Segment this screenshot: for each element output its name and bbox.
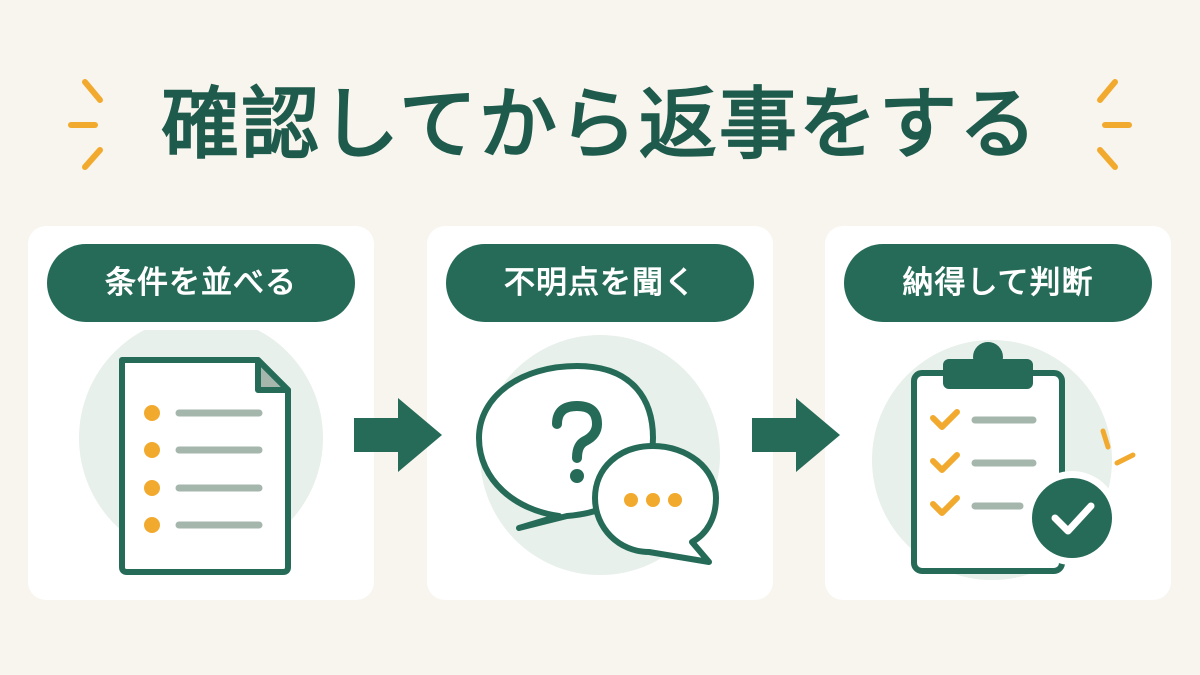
left-sparkle-icon [68, 79, 103, 170]
clipboard-check-icon [872, 340, 1136, 580]
step-label-1: 条件を並べる [47, 244, 355, 322]
arrow-right-icon [354, 398, 442, 472]
right-sparkle-icon [1097, 79, 1132, 170]
speech-bubbles-icon [476, 335, 720, 575]
page-title: 確認してから返事をする [161, 80, 1039, 170]
step-label-2: 不明点を聞く [446, 244, 754, 322]
arrow-right-icon [752, 398, 840, 472]
document-list-icon [79, 330, 323, 575]
step-label-3: 納得して判断 [844, 244, 1152, 322]
